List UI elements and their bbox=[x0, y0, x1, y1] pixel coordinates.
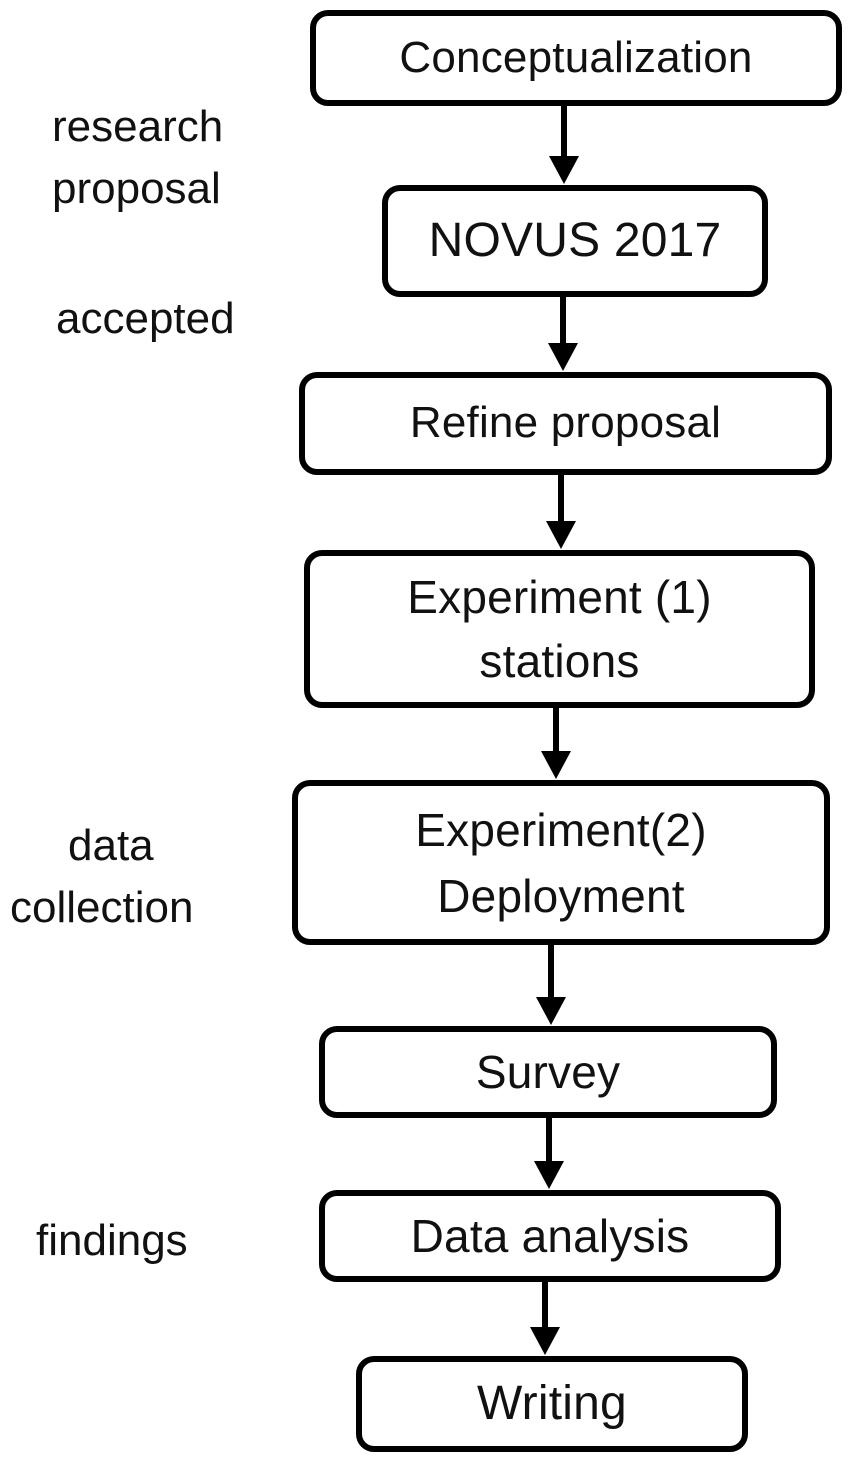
annotation-line-2: collection bbox=[10, 883, 194, 932]
step-label: NOVUS 2017 bbox=[428, 213, 722, 267]
step-label: Refine proposal bbox=[409, 398, 722, 448]
annotation-line-1: findings bbox=[36, 1216, 188, 1265]
step-label-line-2: Deployment bbox=[437, 869, 685, 922]
step-label: Data analysis bbox=[410, 1209, 690, 1262]
step-survey: Survey bbox=[319, 1026, 777, 1118]
arrow-data-analysis-to-writing bbox=[530, 1282, 560, 1355]
step-experiment-2: Experiment(2) Deployment bbox=[292, 780, 830, 945]
arrow-novus-to-refine bbox=[548, 297, 578, 371]
arrow-experiment2-to-survey bbox=[536, 945, 566, 1025]
annotation-accepted: accepted bbox=[56, 288, 235, 350]
step-label-line-1: Experiment (1) bbox=[407, 571, 712, 623]
annotation-data-collection: data collection bbox=[10, 815, 193, 939]
step-conceptualization: Conceptualization bbox=[310, 10, 842, 106]
annotation-line-1: accepted bbox=[56, 294, 235, 343]
step-label: Conceptualization bbox=[399, 32, 753, 82]
annotation-findings: findings bbox=[36, 1210, 188, 1272]
step-novus-2017: NOVUS 2017 bbox=[382, 185, 768, 297]
step-label-line-2: stations bbox=[479, 635, 640, 687]
step-refine-proposal: Refine proposal bbox=[299, 372, 832, 475]
arrow-refine-to-experiment1 bbox=[546, 475, 576, 549]
step-writing: Writing bbox=[356, 1356, 748, 1452]
annotation-line-1: research bbox=[52, 102, 224, 151]
annotation-line-2: proposal bbox=[52, 164, 221, 213]
step-data-analysis: Data analysis bbox=[319, 1190, 781, 1282]
annotation-line-1: data bbox=[68, 821, 154, 870]
arrow-experiment1-to-experiment2 bbox=[541, 708, 571, 779]
arrow-conceptualization-to-novus bbox=[549, 106, 579, 184]
annotation-research-proposal: research proposal bbox=[52, 96, 223, 220]
arrow-survey-to-data-analysis bbox=[534, 1118, 564, 1189]
step-label-line-1: Experiment(2) bbox=[415, 803, 707, 856]
step-experiment-1: Experiment (1) stations bbox=[304, 550, 815, 708]
step-label: Writing bbox=[477, 1376, 627, 1430]
step-label: Survey bbox=[475, 1045, 621, 1098]
